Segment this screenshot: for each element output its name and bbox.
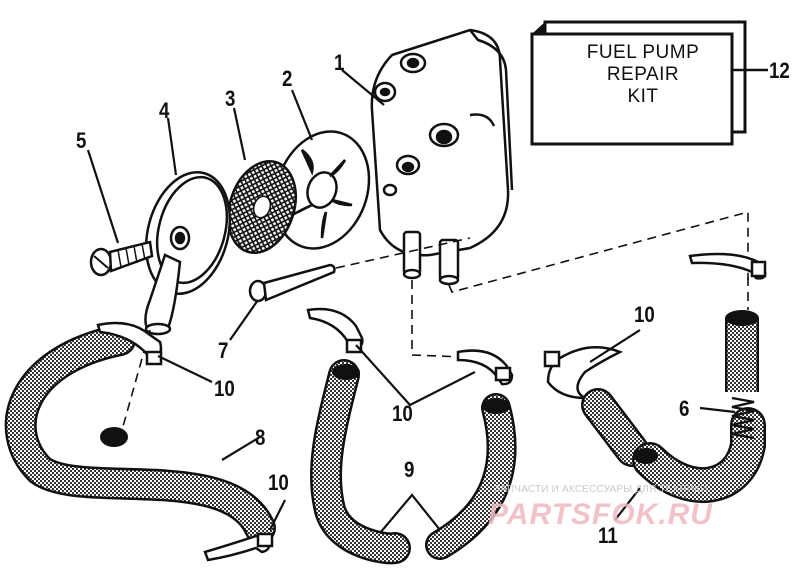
callout-8: 8 [255,425,266,450]
leader-11 [614,487,641,521]
long-screw [229,263,336,341]
callout-12: 12 [769,58,790,83]
callout-9: 9 [404,457,415,482]
callout-3: 3 [225,86,236,111]
leader-8 [221,436,261,461]
callout-10-middle: 10 [392,401,413,426]
watermark: ЗАПЧАСТИ И АКСЕССУАРЫ ДЛЯ ТЕХНИКИ PARTSF… [488,478,798,538]
hose-8 [4,324,276,544]
spring [699,396,755,440]
screw [86,149,154,277]
kit-label-line-3: KIT [627,86,659,107]
callout-10-bottom: 10 [268,470,289,495]
callout-10-left: 10 [214,376,235,401]
callout-5: 5 [76,128,87,153]
leader-6 [699,406,736,414]
leader-1 [341,69,385,106]
leader-3 [232,107,247,161]
hoses-9 [310,359,517,565]
hose-clamps [96,252,767,562]
valve-disc [273,89,371,250]
leader-5 [86,149,120,244]
leader-2 [290,89,314,141]
watermark-tagline: ЗАПЧАСТИ И АКСЕССУАРЫ ДЛЯ ТЕХНИКИ [494,484,708,495]
callout-7: 7 [218,338,229,363]
watermark-brand: PARTSFOK.RU [488,498,713,531]
vertical-hose [725,310,759,392]
leader-4 [166,117,178,176]
callout-2: 2 [282,66,293,91]
callout-11: 11 [598,523,618,548]
callout-1: 1 [334,50,345,75]
fuel-pump-body [341,28,514,286]
repair-kit-box [530,20,768,146]
callout-10-right: 10 [634,302,655,327]
kit-box-label: FUEL PUMP REPAIR KIT [548,42,738,108]
mesh-screen [227,107,297,255]
callout-6: 6 [679,396,690,421]
filter-cover [144,117,232,336]
leader-7 [229,299,259,341]
hose-11 [581,388,766,521]
kit-label-line-2: REPAIR [606,64,680,85]
leader-9 [379,493,441,534]
kit-label-line-1: FUEL PUMP [586,42,700,63]
callout-4: 4 [159,98,170,123]
